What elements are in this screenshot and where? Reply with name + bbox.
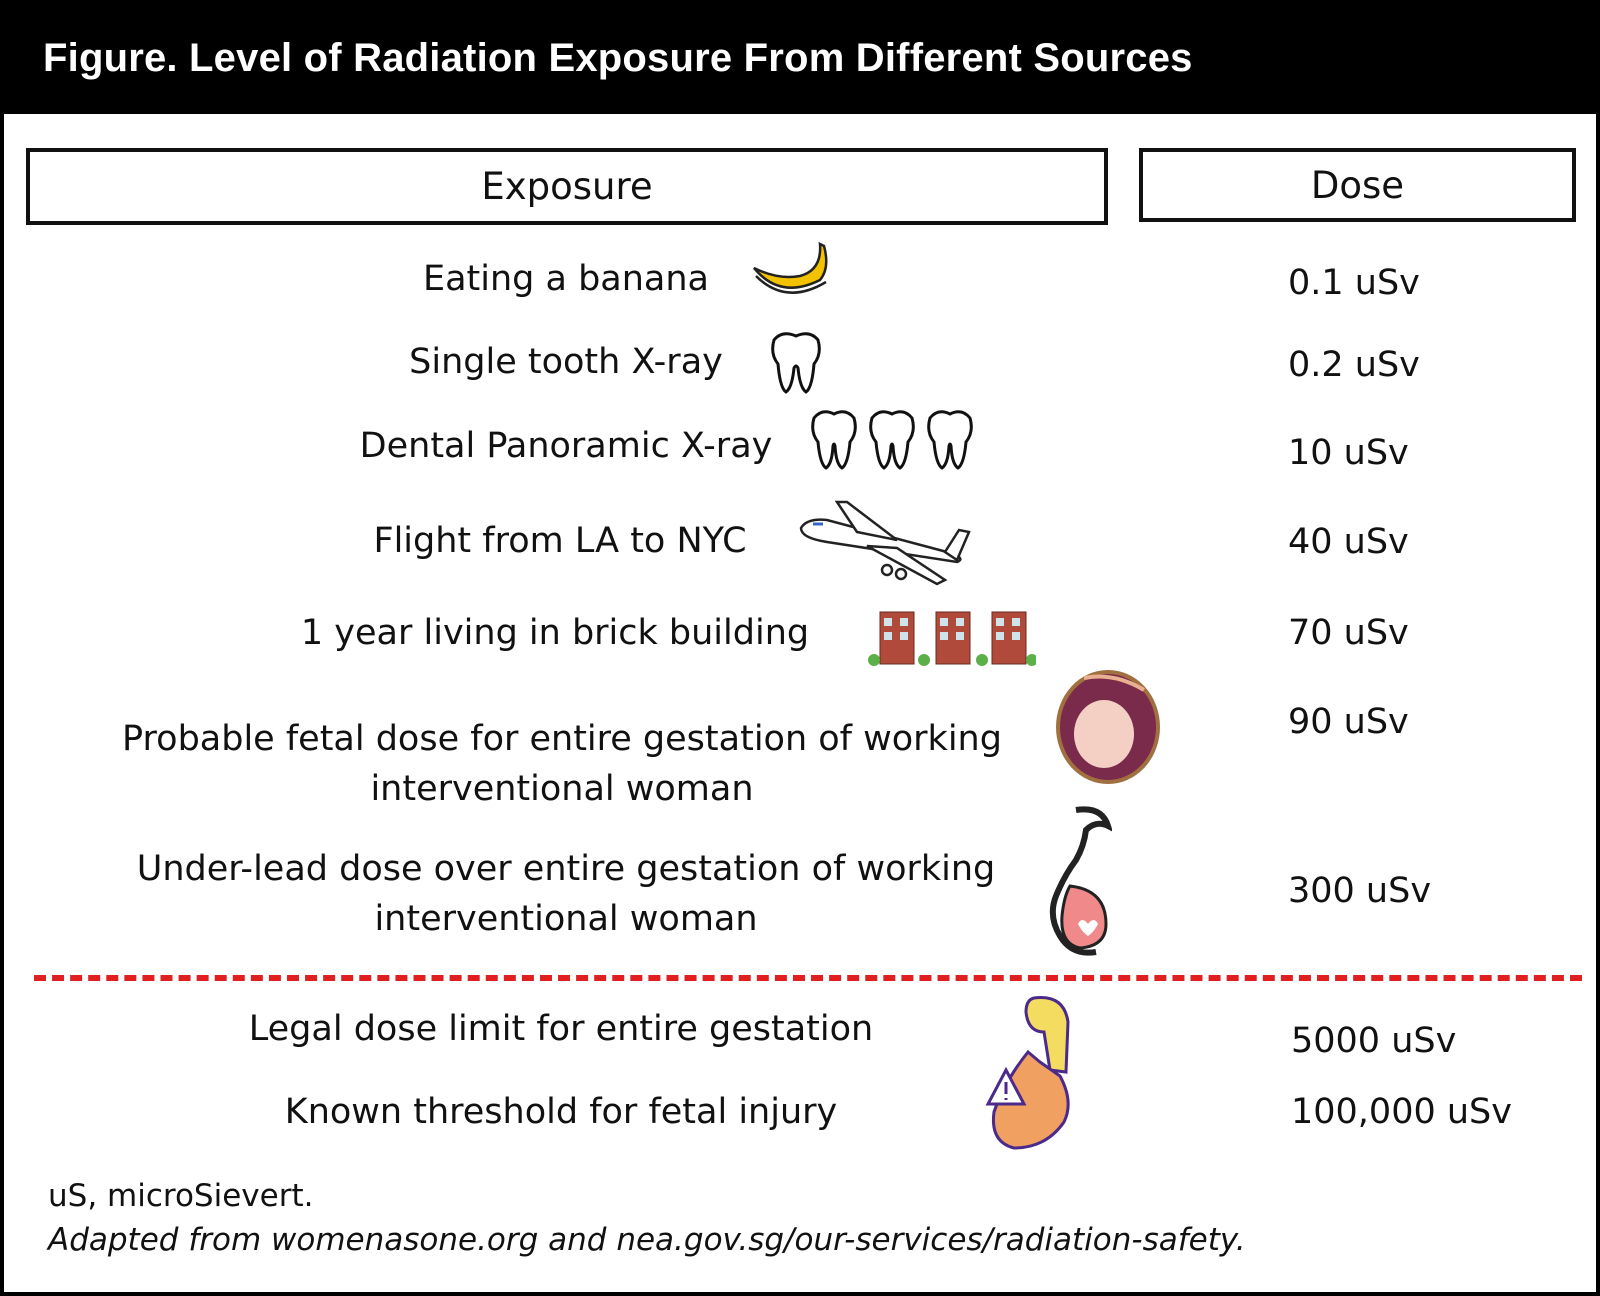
dose-value: 0.1 uSv xyxy=(1288,263,1420,303)
dose-value: 0.2 uSv xyxy=(1288,345,1420,385)
dose-value: 90 uSv xyxy=(1288,702,1409,742)
dose-value: 300 uSv xyxy=(1288,871,1432,911)
three-teeth-icon xyxy=(811,410,973,470)
exposure-text: Known threshold for fetal injury xyxy=(284,1092,838,1132)
dose-value: 5000 uSv xyxy=(1291,1021,1457,1061)
dose-header: Dose xyxy=(1139,148,1576,222)
footnote: uS, microSievert. xyxy=(48,1178,314,1214)
exposure-line: Probable fetal dose for entire gestation… xyxy=(122,719,1002,759)
exposure-line: Under-lead dose over entire gestation of… xyxy=(136,849,996,889)
dose-value: 70 uSv xyxy=(1288,613,1409,653)
exposure-text: Single tooth X-ray xyxy=(409,342,723,382)
exposure-line: interventional woman xyxy=(374,899,758,939)
exposure-text: Eating a banana xyxy=(422,259,710,299)
brick-buildings-icon xyxy=(868,611,1036,666)
fetus-icon xyxy=(1056,670,1160,784)
dose-value: 40 uSv xyxy=(1288,522,1409,562)
title-bar: Figure. Level of Radiation Exposure From… xyxy=(0,0,1600,114)
exposure-text: Under-lead dose over entire gestation of… xyxy=(137,844,996,944)
banana-icon xyxy=(753,241,828,294)
exposure-text: Legal dose limit for entire gestation xyxy=(248,1009,874,1049)
exposure-text: Flight from LA to NYC xyxy=(373,521,747,561)
exposure-text: Dental Panoramic X-ray xyxy=(359,426,773,466)
dose-value: 10 uSv xyxy=(1288,433,1409,473)
source-note: Adapted from womenasone.org and nea.gov.… xyxy=(48,1222,1246,1258)
tooth-icon xyxy=(771,332,821,394)
pregnant-woman-icon xyxy=(1049,806,1112,956)
exposure-text: Probable fetal dose for entire gestation… xyxy=(122,714,1002,814)
exposure-text: 1 year living in brick building xyxy=(300,613,810,653)
threshold-divider xyxy=(34,975,1582,981)
exposure-header: Exposure xyxy=(26,148,1108,225)
exposure-line: interventional woman xyxy=(370,769,754,809)
pregnant-warning-icon xyxy=(985,996,1070,1150)
airplane-icon xyxy=(799,500,971,586)
figure-title: Figure. Level of Radiation Exposure From… xyxy=(43,36,1193,80)
dose-value: 100,000 uSv xyxy=(1291,1092,1512,1132)
